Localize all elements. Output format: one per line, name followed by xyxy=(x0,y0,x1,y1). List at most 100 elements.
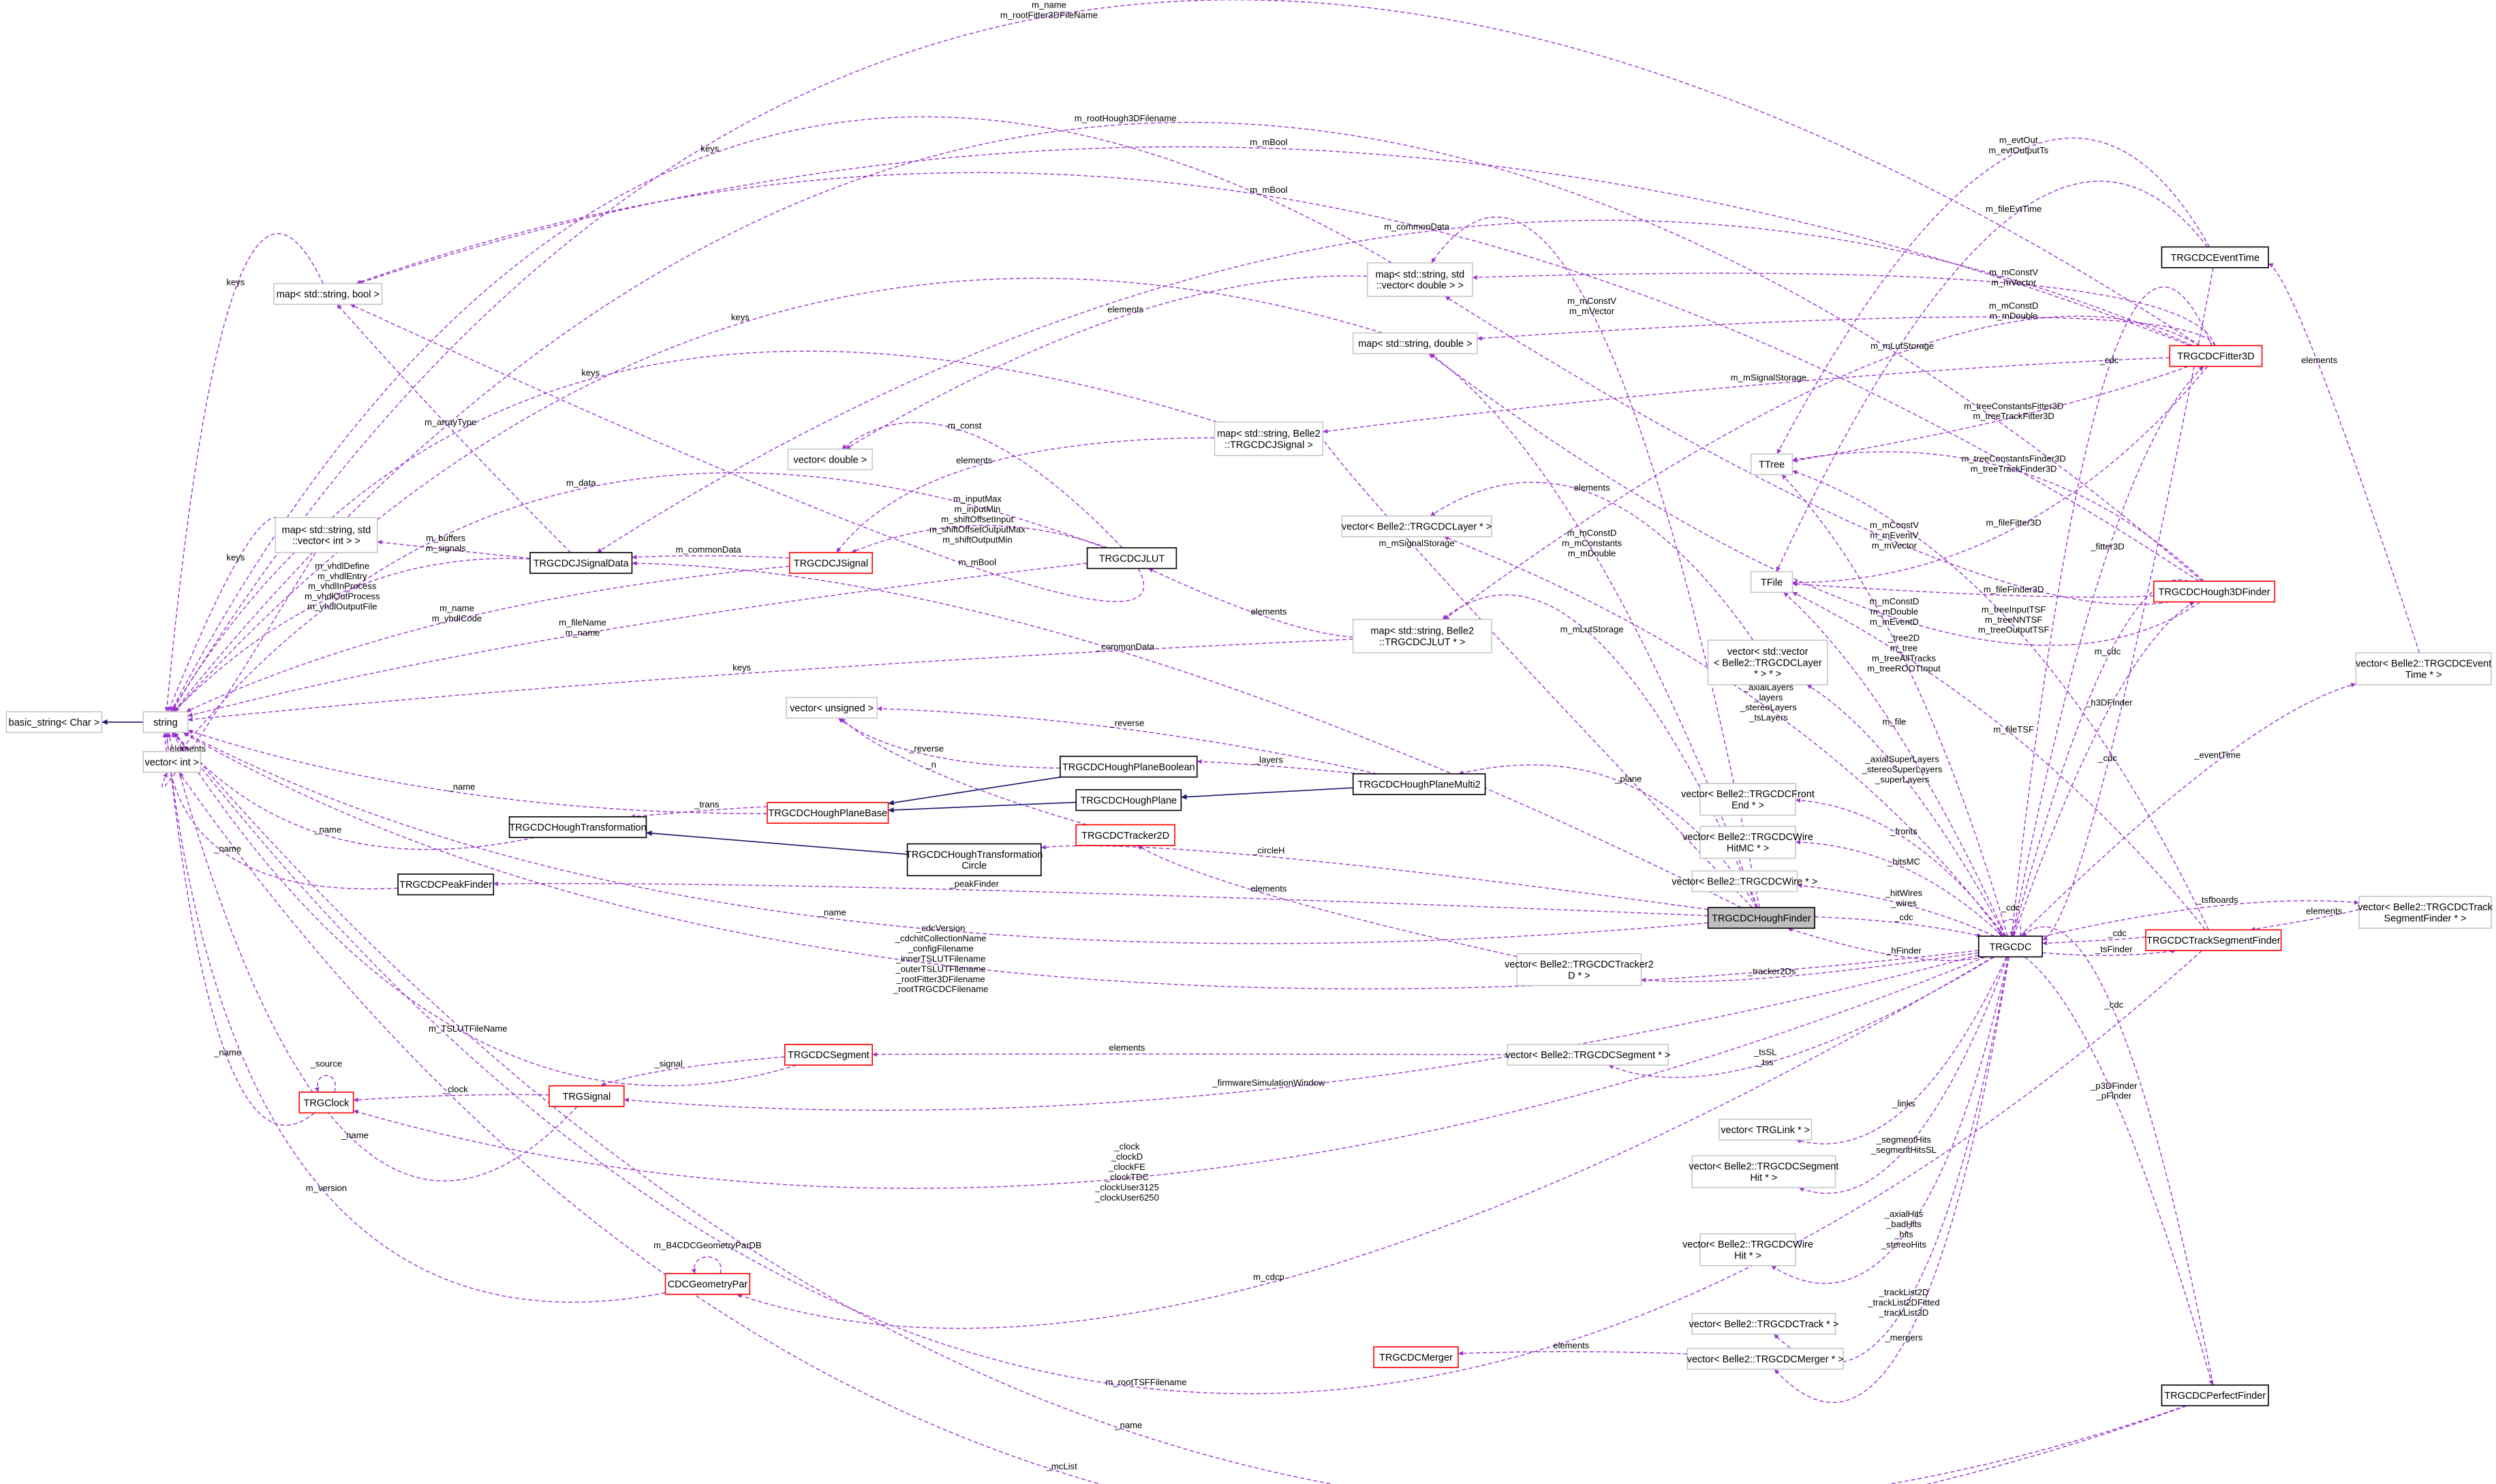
class-node-TRGSignal[interactable]: TRGSignal xyxy=(549,1085,625,1107)
edge-label-line: m_mLutStorage xyxy=(1870,341,1934,351)
usage-edge-HoughFinder-to-PlaneMulti2 xyxy=(1458,764,1757,908)
edge-label: _plane xyxy=(1614,773,1642,784)
class-node-HoughFinder[interactable]: TRGCDCHoughFinder xyxy=(1707,907,1815,929)
class-node-vecvecLayer[interactable]: vector< std::vector< Belle2::TRGCDCLayer… xyxy=(1707,639,1828,685)
node-box xyxy=(1691,1312,1836,1335)
class-node-vecTrack[interactable]: vector< Belle2::TRGCDCTrack * > xyxy=(1689,1312,1839,1335)
class-node-mapJLUT[interactable]: map< std::string, Belle2::TRGCDCJLUT * > xyxy=(1352,619,1492,653)
edge-label: _source xyxy=(310,1059,343,1069)
usage-edge-TRGClock-to-TRGClock xyxy=(314,1075,336,1093)
class-node-TFile[interactable]: TFile xyxy=(1751,571,1793,593)
class-node-Fitter3D[interactable]: TRGCDCFitter3D xyxy=(2169,345,2263,367)
edge-label: _tsfboards xyxy=(2196,895,2239,905)
usage-edge-TRGCDC-to-vecTSF xyxy=(2042,899,2360,938)
class-node-mapvecint[interactable]: map< std::string, std::vector< int > > xyxy=(275,516,378,553)
edge-label-line: m_treeConstantsFinder3D xyxy=(1961,453,2065,463)
class-node-Segment[interactable]: TRGCDCSegment xyxy=(784,1044,873,1066)
class-node-vecTSF[interactable]: vector< Belle2::TRGCDCTrackSegmentFinder… xyxy=(2358,895,2493,929)
edge-label-line: _clockFE xyxy=(1108,1162,1145,1172)
class-node-mapvecdouble[interactable]: map< std::string, std::vector< double > … xyxy=(1367,262,1473,297)
class-node-TTree[interactable]: TTree xyxy=(1751,453,1793,476)
usage-edge-Fitter3D-to-mapdouble xyxy=(1477,316,2216,346)
edge-label-line: _tree2D xyxy=(1888,632,1920,643)
usage-edge-PlaneMulti2-to-vecunsigned xyxy=(877,706,1378,775)
edge-label-line: m_fileName xyxy=(559,617,606,628)
node-box xyxy=(1707,907,1815,929)
class-node-vecLink[interactable]: vector< TRGLink * > xyxy=(1719,1118,1813,1141)
class-node-Tracker2D[interactable]: TRGCDCTracker2D xyxy=(1075,824,1175,846)
usage-edge-vecvecLayer-to-vecLayer xyxy=(1430,482,1754,640)
class-node-TRGClock[interactable]: TRGClock xyxy=(298,1092,354,1114)
class-node-vecLayer[interactable]: vector< Belle2::TRGCDCLayer * > xyxy=(1341,515,1492,538)
node-label: * > * > xyxy=(1754,669,1781,680)
edge-label: _cdc xyxy=(2099,355,2119,365)
class-node-Transformation[interactable]: TRGCDCHoughTransformation xyxy=(508,816,647,838)
class-node-vecEventTime[interactable]: vector< Belle2::TRGCDCEventTime * > xyxy=(2355,652,2492,685)
class-node-vecMerger[interactable]: vector< Belle2::TRGCDCMerger * > xyxy=(1686,1348,1844,1370)
node-label: vector< Belle2::TRGCDCTrack xyxy=(2358,902,2493,913)
usage-edge-TRGCDC-to-vecWireHit xyxy=(1770,957,2009,1284)
class-node-basic_string[interactable]: basic_string< Char > xyxy=(5,711,103,733)
class-node-vecWire[interactable]: vector< Belle2::TRGCDCWire * > xyxy=(1671,870,1817,893)
usage-edge-Fitter3D-to-string xyxy=(171,0,2201,712)
class-node-mapJSignal[interactable]: map< std::string, Belle2::TRGCDCJSignal … xyxy=(1214,421,1323,457)
class-node-string[interactable]: string xyxy=(142,711,189,733)
class-node-vecint[interactable]: vector< int > xyxy=(142,751,202,773)
edge-label: m_mSignalStorage xyxy=(1731,373,1806,383)
node-label: ::vector< int > > xyxy=(292,536,360,547)
class-node-Merger[interactable]: TRGCDCMerger xyxy=(1373,1346,1459,1368)
class-node-mapbool[interactable]: map< std::string, bool > xyxy=(273,283,383,305)
class-node-Hough3DFinder[interactable]: TRGCDCHough3DFinder xyxy=(2153,581,2276,603)
edge-label-line: elements xyxy=(1107,304,1144,314)
class-node-vecdouble[interactable]: vector< double > xyxy=(787,448,873,471)
class-node-vecSegment[interactable]: vector< Belle2::TRGCDCSegment * > xyxy=(1505,1044,1670,1066)
class-node-PeakFinder[interactable]: TRGCDCPeakFinder xyxy=(397,874,495,896)
edge-label: keys xyxy=(226,553,245,563)
class-node-JSignal[interactable]: TRGCDCJSignal xyxy=(788,552,873,574)
edge-label-line: elements xyxy=(1553,1340,1590,1350)
class-node-Plane[interactable]: TRGCDCHoughPlane xyxy=(1075,789,1182,811)
class-node-PlaneMulti2[interactable]: TRGCDCHoughPlaneMulti2 xyxy=(1352,773,1486,795)
node-box xyxy=(549,1085,625,1107)
node-box xyxy=(2161,1384,2269,1406)
node-box xyxy=(508,816,647,838)
class-node-TSF[interactable]: TRGCDCTrackSegmentFinder xyxy=(2145,929,2282,951)
usage-edge-TRGCDC-to-TRGSignal xyxy=(623,955,1979,1111)
usage-edge-Hough3DFinder-to-mapbool xyxy=(356,172,2200,582)
class-node-EventTime[interactable]: TRGCDCEventTime xyxy=(2161,246,2269,268)
class-node-PlaneBoolean[interactable]: TRGCDCHoughPlaneBoolean xyxy=(1060,756,1198,778)
class-node-JLUT[interactable]: TRGCDCJLUT xyxy=(1086,547,1177,570)
edge-label-line: _links xyxy=(1892,1098,1915,1109)
class-node-vecTracker2D[interactable]: vector< Belle2::TRGCDCTracker2D * > xyxy=(1505,953,1654,987)
class-node-PlaneBase[interactable]: TRGCDCHoughPlaneBase xyxy=(767,801,889,824)
edge-label: m_mBool xyxy=(1250,137,1287,147)
edge-label: m_file xyxy=(1883,716,1907,726)
class-node-mapdouble[interactable]: map< std::string, double > xyxy=(1352,332,1478,354)
edge-label-line: elements xyxy=(1574,482,1611,493)
node-label: TRGCDCTracker2D xyxy=(1081,831,1169,841)
usage-edge-mapJSignal-to-string xyxy=(170,350,1218,712)
node-label: vector< Belle2::TRGCDCTrack * > xyxy=(1689,1319,1839,1330)
class-node-CDCGeometryPar[interactable]: CDCGeometryPar xyxy=(664,1273,751,1295)
edge-label: elements xyxy=(1250,884,1287,894)
class-node-JSignalData[interactable]: TRGCDCJSignalData xyxy=(529,552,633,574)
node-label: vector< TRGLink * > xyxy=(1721,1125,1810,1136)
edge-label-line: _innerTSLUTFilename xyxy=(895,953,986,963)
class-node-vecunsigned[interactable]: vector< unsigned > xyxy=(786,696,878,719)
class-node-TRGCDC[interactable]: TRGCDC xyxy=(1977,936,2044,958)
edge-label-line: _clockUser3125 xyxy=(1094,1182,1159,1192)
class-node-PerfectFinder[interactable]: TRGCDCPerfectFinder xyxy=(2161,1384,2269,1406)
edge-label-line: m_mVector xyxy=(1991,277,2037,288)
node-label: vector< Belle2::TRGCDCWire * > xyxy=(1671,877,1817,888)
node-label: TRGCDCHoughFinder xyxy=(1712,913,1811,924)
edge-label: _eventTime xyxy=(2193,749,2240,760)
